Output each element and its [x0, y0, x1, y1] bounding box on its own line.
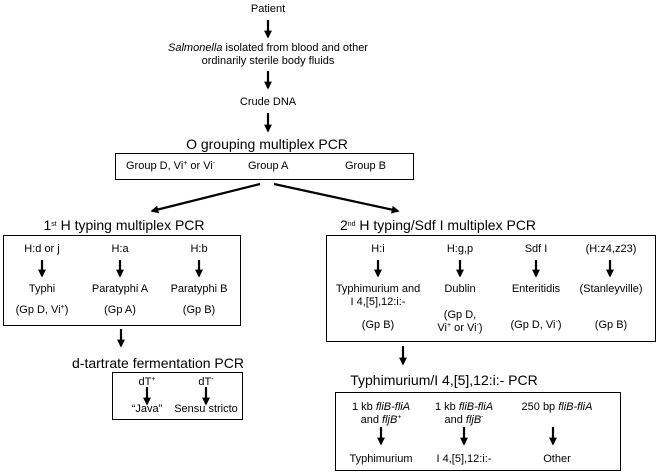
h1-col2-mid: Paratyphi A: [91, 283, 149, 295]
dtart-col1-bot: “Java”: [131, 403, 163, 415]
h2-col4-top: (H:z4,z23): [585, 243, 637, 255]
salmonella-term: Salmonella: [168, 42, 223, 54]
dtart-col1-top: dT+: [138, 376, 156, 388]
o-group-title: O grouping multiplex PCR: [186, 136, 348, 152]
h1-box: [3, 235, 241, 326]
h2-col3-mid: Enteritidis: [511, 283, 561, 295]
arrow-o-right: [273, 182, 400, 214]
tm-col3-top: 250 bp fliB-fliA: [521, 401, 593, 413]
h2-col1-bot: (Gp B): [361, 319, 395, 331]
h1-title: 1st H typing multiplex PCR: [43, 217, 205, 233]
patient-label: Patient: [250, 3, 286, 15]
o-group-d: Group D, Vi+ or Vi-: [126, 160, 216, 172]
h2-col3-bot: (Gp D, Vi-): [510, 319, 562, 331]
h2-box: [326, 235, 656, 342]
h2-title: 2nd H typing/Sdf I multiplex PCR: [339, 217, 537, 233]
h1-col2-bot: (Gp A): [104, 304, 136, 316]
tm-col1-bot: Typhimurium: [349, 453, 413, 465]
dtart-title: d-tartrate fermentation PCR: [72, 355, 244, 371]
h1-col1-top: H:d or j: [24, 243, 60, 255]
o-group-box: [115, 153, 414, 180]
tm-title: Typhimurium/I 4,[5],12:i:- PCR: [350, 372, 538, 388]
dtart-col2-bot: Sensu stricto: [174, 403, 238, 415]
dtart-box: [112, 372, 243, 420]
h2-col4-mid: (Stanleyville): [579, 283, 643, 295]
h1-col3-top: H:b: [190, 243, 208, 255]
tm-col3-bot: Other: [543, 453, 571, 465]
h1-col3-mid: Paratyphi B: [170, 283, 228, 295]
h1-col1-mid: Typhi: [28, 283, 56, 295]
tm-col2-bot: I 4,[5],12:i:-: [436, 453, 492, 465]
dtart-col2-top: dT-: [198, 376, 214, 388]
h2-col3-top: Sdf I: [524, 243, 548, 255]
o-group-a: Group A: [248, 160, 289, 172]
h2-col1-top: H:i: [371, 243, 385, 255]
h2-col2-top: H:g,p: [446, 243, 474, 255]
arrow-o-left: [150, 182, 261, 214]
h1-col2-top: H:a: [111, 243, 129, 255]
h2-col2-bot: (Gp D,Vi+ or Vi-): [437, 309, 483, 334]
isolation-step: Salmonella isolated from blood and other…: [168, 42, 368, 67]
o-group-b: Group B: [345, 160, 386, 172]
h2-col4-bot: (Gp B): [594, 319, 628, 331]
h2-col2-mid: Dublin: [444, 283, 476, 295]
h1-col3-bot: (Gp B): [182, 304, 216, 316]
tm-box: [335, 392, 621, 471]
crude-dna-label: Crude DNA: [239, 96, 297, 108]
h1-col1-bot: (Gp D, Vi+): [15, 304, 69, 316]
